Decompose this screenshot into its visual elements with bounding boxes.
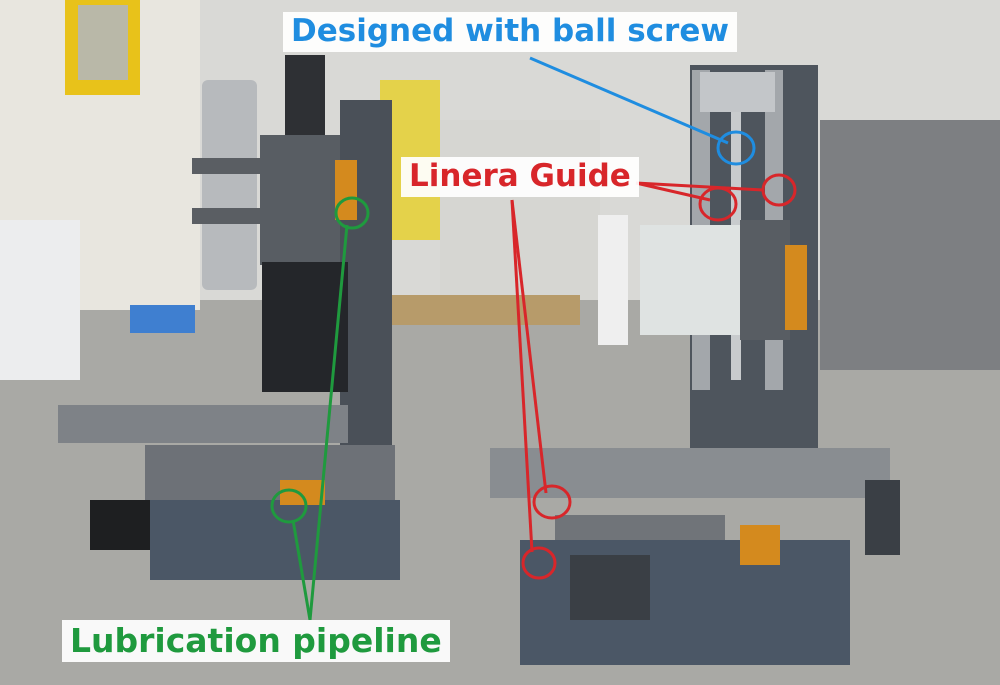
left-manifold bbox=[335, 160, 357, 220]
lube-pointer-line-1 bbox=[308, 224, 349, 621]
guide-pointer-line-3 bbox=[510, 199, 548, 494]
background-machine-right bbox=[820, 120, 1000, 370]
right-table-end bbox=[865, 480, 900, 555]
guide-marker-circle-4 bbox=[521, 546, 557, 580]
guide-marker-circle-1 bbox=[698, 186, 738, 222]
left-spindle bbox=[202, 80, 257, 290]
ball-screw-label: Designed with ball screw bbox=[283, 12, 737, 52]
guide-pointer-line-1 bbox=[635, 181, 711, 202]
left-column bbox=[340, 100, 392, 450]
background-door-window bbox=[78, 5, 128, 80]
guide-marker-circle-2 bbox=[761, 173, 797, 207]
background-pallet bbox=[380, 295, 580, 325]
lube-marker-circle-2 bbox=[270, 488, 308, 524]
left-spindle-clamp-bottom bbox=[192, 208, 267, 224]
lubrication-label: Lubrication pipeline bbox=[62, 620, 450, 662]
guide-marker-circle-3 bbox=[532, 484, 572, 520]
right-head-block bbox=[740, 220, 790, 340]
right-table bbox=[490, 448, 890, 498]
linear-guide-label: Linera Guide bbox=[401, 157, 639, 197]
background-machine-white bbox=[0, 220, 80, 380]
right-head-plate bbox=[640, 225, 750, 335]
lube-pointer-line-2 bbox=[291, 519, 312, 621]
left-base bbox=[150, 500, 400, 580]
guide-pointer-line-4 bbox=[510, 199, 534, 553]
left-manifold-lower bbox=[280, 480, 325, 505]
background-roll bbox=[598, 215, 628, 345]
right-manifold-lower bbox=[740, 525, 780, 565]
right-base bbox=[520, 540, 850, 665]
left-spindle-clamp-top bbox=[192, 158, 267, 174]
left-stepper-motor bbox=[90, 500, 150, 550]
left-bellows bbox=[262, 262, 348, 392]
left-table bbox=[58, 405, 348, 443]
left-motor-top bbox=[285, 55, 325, 135]
lube-marker-circle-1 bbox=[334, 196, 370, 230]
guide-pointer-line-2 bbox=[635, 181, 764, 192]
ball-screw-marker-circle bbox=[716, 130, 756, 166]
left-saddle bbox=[145, 445, 395, 505]
right-motor-mount bbox=[700, 72, 775, 112]
background-crate bbox=[130, 305, 195, 333]
right-manifold bbox=[785, 245, 807, 330]
ball-screw-pointer-line bbox=[529, 56, 729, 145]
left-head-block bbox=[260, 135, 340, 265]
right-motor-housing bbox=[570, 555, 650, 620]
